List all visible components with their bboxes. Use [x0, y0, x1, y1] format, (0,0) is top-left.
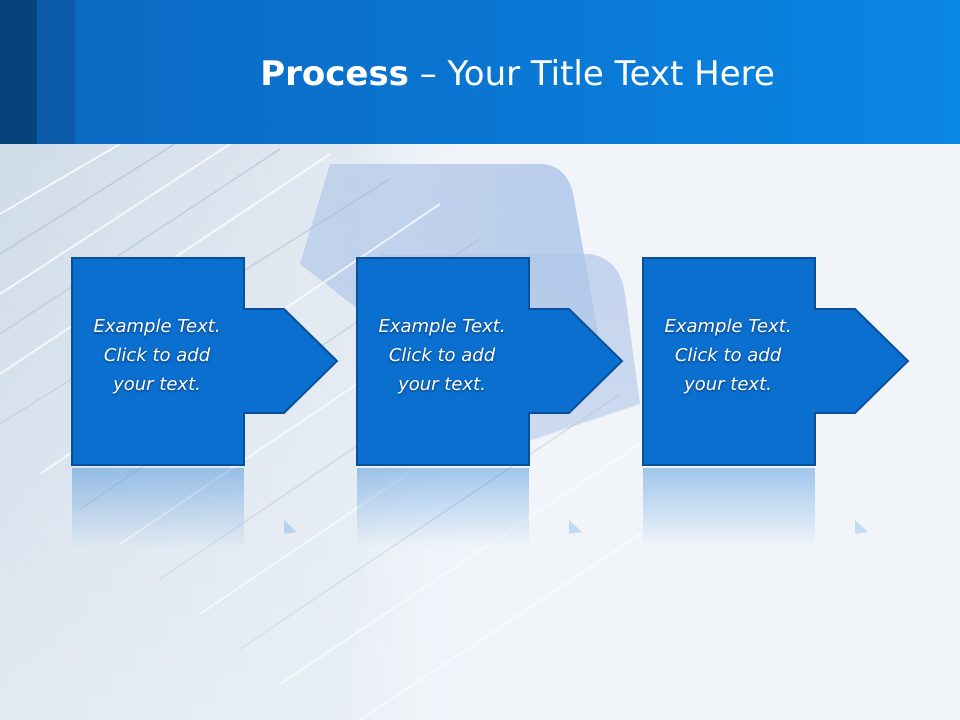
- step-arrow-shape: [642, 257, 910, 466]
- step-arrow-shape: [71, 257, 339, 466]
- step-1-reflection: [72, 468, 297, 548]
- title-bar-accent: [37, 0, 75, 144]
- step-2-reflection: [357, 468, 582, 548]
- slide-title-rest: – Your Title Text Here: [408, 54, 775, 94]
- step-3-reflection: [643, 468, 868, 548]
- slide-title[interactable]: Process – Your Title Text Here: [75, 50, 960, 98]
- step-text: Example Text. Click to add your text.: [664, 316, 792, 395]
- step-text: Example Text. Click to add your text.: [93, 316, 221, 395]
- process-step-3[interactable]: Example Text. Click to add your text.: [642, 257, 910, 467]
- step-arrow-shape: [356, 257, 624, 466]
- slide-title-bold: Process: [260, 54, 409, 94]
- process-step-1[interactable]: Example Text. Click to add your text.: [71, 257, 339, 467]
- title-bar: Process – Your Title Text Here: [0, 0, 960, 144]
- step-text: Example Text. Click to add your text.: [378, 316, 506, 395]
- title-bar-accent-dark: [0, 0, 37, 144]
- process-step-2[interactable]: Example Text. Click to add your text.: [356, 257, 624, 467]
